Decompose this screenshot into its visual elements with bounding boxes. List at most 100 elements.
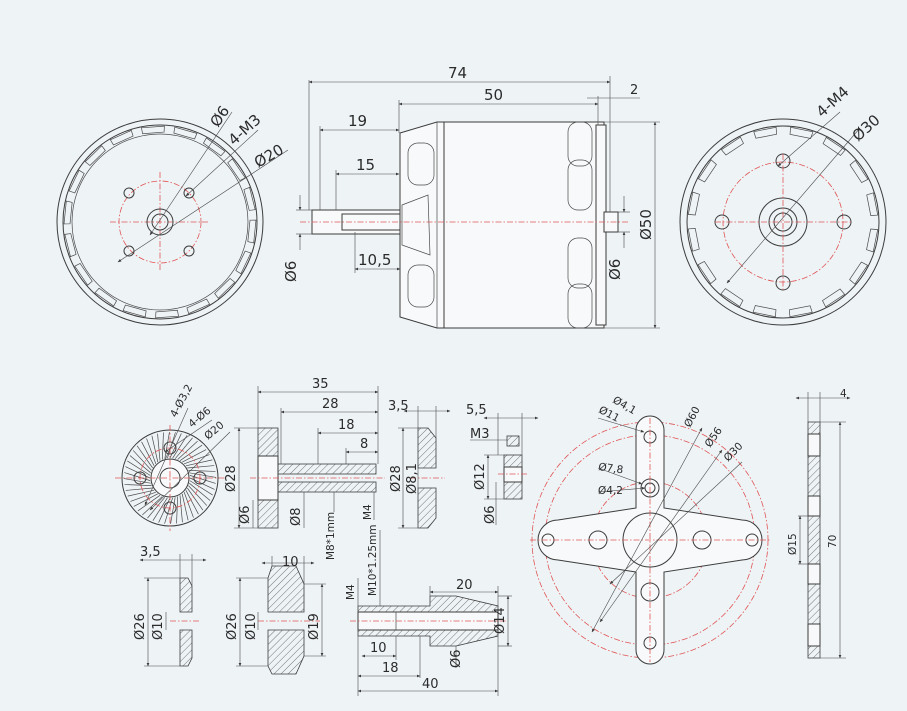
slot-mark [753,126,777,139]
slot-mark [235,250,252,275]
slot-mark [122,304,147,318]
washer-a: 3,5 Ø28 Ø8,1 [388,399,451,529]
adapter-ray [189,480,213,496]
adapter-ray [187,487,204,511]
side-19-label: 19 [348,112,367,130]
adapter-ray [185,490,199,515]
adapter-ray [127,460,151,476]
slot-mark [789,305,813,318]
adapter-ray [189,482,211,501]
hub-c-dia10-label: Ø10 [244,613,259,640]
slot-mark [720,288,744,308]
collet-5-5-label: 5,5 [466,403,487,418]
adapter-18-label: 18 [338,418,355,433]
adapter-m4-label: M4 [362,504,374,520]
slot-mark [74,262,93,286]
shaft-10-label: 10 [370,641,387,656]
mount-side-70-label: 70 [827,535,839,548]
rear-dia30-label: Ø30 [849,111,884,145]
prop-adapter-side: 35 28 18 8 Ø28 Ø6 Ø8 M8*1mm M4 [224,377,385,560]
adapter-35-label: 35 [312,377,329,392]
shaft-20-label: 20 [456,578,473,593]
motor-side-view: 74 50 2 19 15 10,5 Ø6 Ø6 Ø50 [282,64,660,329]
front-dia20-label: Ø20 [251,140,287,171]
adapter-ray [176,496,179,524]
adapter-ray [130,491,156,502]
adapter-ray [189,472,217,478]
slot-mark [247,219,257,244]
adapter-ray [125,487,153,491]
adapter-dia6-label: Ø6 [238,505,253,524]
side-2-label: 2 [630,83,638,98]
x-mount-side: 4 Ø15 70 [787,388,851,659]
adapter-ray [147,497,166,519]
washer-a-3-5-label: 3,5 [388,399,409,414]
side-74-label: 74 [448,64,467,82]
adapter-ray [132,450,152,471]
washer-b: 3,5 Ø26 Ø10 [133,545,207,667]
adapter-m8-label: M8*1mm [325,512,337,560]
adapter-28-label: 28 [322,397,339,412]
washer-b-dia10-label: Ø10 [151,613,166,640]
collet: 5,5 M3 Ø12 Ø6 [466,403,539,525]
adapter-ray [170,497,176,525]
slot-mark [866,192,879,216]
slot-mark [687,191,700,216]
mount-dia30-label: Ø30 [722,440,746,464]
adapter-dia8-label: Ø8 [289,507,304,526]
slot-mark [173,126,198,140]
front-dia6-label: Ø6 [206,102,233,130]
adapter-ray [177,440,198,460]
adapter-4-dia3-2-label: 4-Ø3,2 [168,382,195,419]
side-dia6-rear-label: Ø6 [606,259,624,280]
adapter-ray [129,455,151,474]
adapter-ray [185,459,213,467]
adapter-8-label: 8 [360,437,368,452]
hub-c-dia19-label: Ø19 [307,613,322,640]
adapter-ray [172,435,188,459]
shaft-40-label: 40 [422,677,439,692]
adapter-ray [174,437,193,459]
adapter-ray [133,493,158,507]
adapter-ray [123,478,151,484]
adapter-ray [136,445,153,469]
side-15-label: 15 [356,156,375,174]
shaft-dia6-label: Ø6 [449,649,464,668]
slot-mark [243,186,256,211]
shaft-m4-label: M4 [345,584,357,600]
adapter-ray [141,441,155,466]
side-dia6-front-label: Ø6 [282,261,300,282]
mount-side-dia15-label: Ø15 [787,533,799,555]
slot-mark [822,288,846,308]
shaft-dia14-label: Ø14 [493,607,508,634]
adapter-ray [182,449,207,463]
slot-mark [84,145,106,167]
collet-m3-label: M3 [470,427,490,442]
hub-c-10-label: 10 [282,555,299,570]
slot-mark [752,305,777,318]
shaft-18-label: 18 [382,661,399,676]
shaft-m10-label: M10*1.25mm [367,524,379,596]
prop-adapter-front: 4-Ø3,2 4-Ø6 Ø20 [115,382,231,531]
slot-mark [64,233,77,258]
x-mount-top: Ø4,1 Ø11 Ø60 Ø56 Ø30 Ø7,8 Ø4,2 [530,394,770,665]
slot-mark [186,298,211,315]
slot-mark [214,277,236,299]
slot-mark [202,137,226,157]
adapter-ray [164,431,170,459]
slot-mark [68,169,85,194]
slot-mark [155,309,179,319]
adapter-ray [124,484,152,487]
adapter-ray [188,469,216,472]
adapter-ray [187,465,215,469]
adapter-ray [157,433,161,461]
washer-b-3-5-label: 3,5 [140,545,161,560]
slot-mark [94,287,118,307]
mount-dia60-label: Ø60 [682,405,703,430]
side-dia50-label: Ø50 [637,209,655,240]
slot-mark [63,200,73,225]
slot-mark [697,261,717,285]
mount-dia7-8-label: Ø7,8 [598,461,624,476]
adapter-ray [137,495,161,512]
